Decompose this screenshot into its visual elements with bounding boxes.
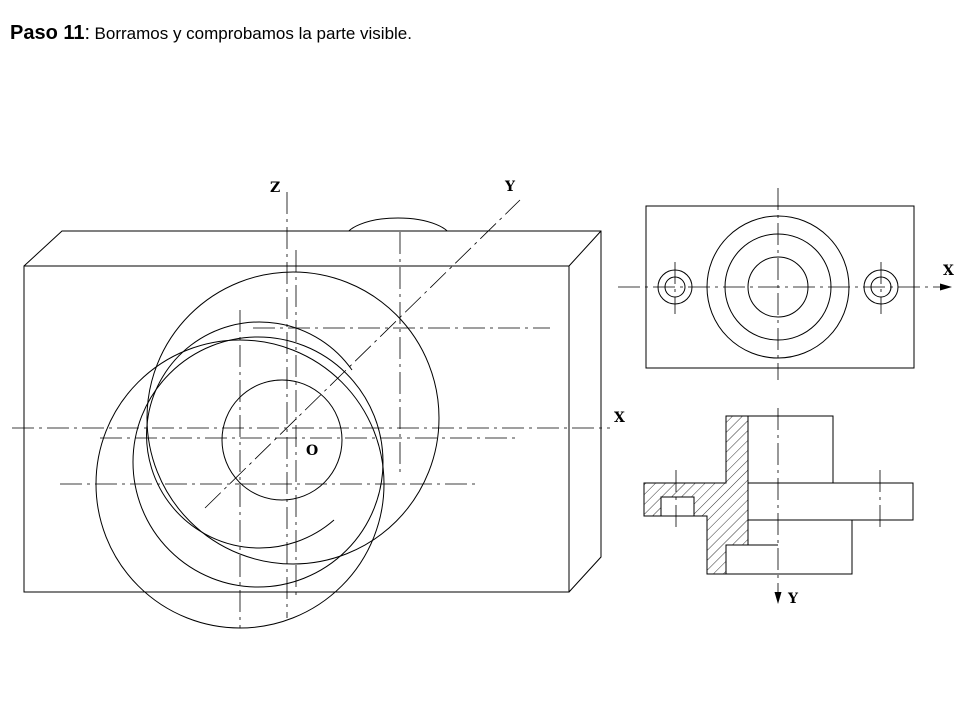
iso-block bbox=[23, 230, 602, 593]
top-view-axis-label-x: X bbox=[943, 263, 954, 279]
isometric-view bbox=[12, 192, 610, 629]
section-outline bbox=[643, 415, 914, 575]
section-hatch-main bbox=[643, 415, 749, 575]
section-center-lines bbox=[675, 408, 881, 592]
step-description: Borramos y comprobamos la parte visible. bbox=[94, 24, 412, 43]
top-view bbox=[618, 188, 952, 380]
slide-title: Paso 11: Borramos y comprobamos la parte… bbox=[10, 22, 412, 45]
iso-axis-label-x: X bbox=[614, 410, 625, 426]
iso-boss-circles bbox=[95, 271, 440, 629]
iso-top-cylinder-arc bbox=[348, 217, 448, 231]
section-view bbox=[643, 408, 914, 604]
iso-center-lines bbox=[12, 192, 610, 628]
iso-origin-label: O bbox=[306, 443, 318, 459]
title-colon: : bbox=[84, 22, 91, 44]
iso-axis-label-z: Z bbox=[270, 180, 280, 196]
iso-axis-label-y: Y bbox=[504, 179, 516, 195]
section-axis-label-y: Y bbox=[787, 591, 799, 607]
step-number: Paso 11 bbox=[10, 22, 85, 44]
top-view-center-lines bbox=[618, 188, 940, 380]
section-y-arrow bbox=[774, 592, 782, 604]
top-view-x-arrow bbox=[940, 283, 952, 291]
